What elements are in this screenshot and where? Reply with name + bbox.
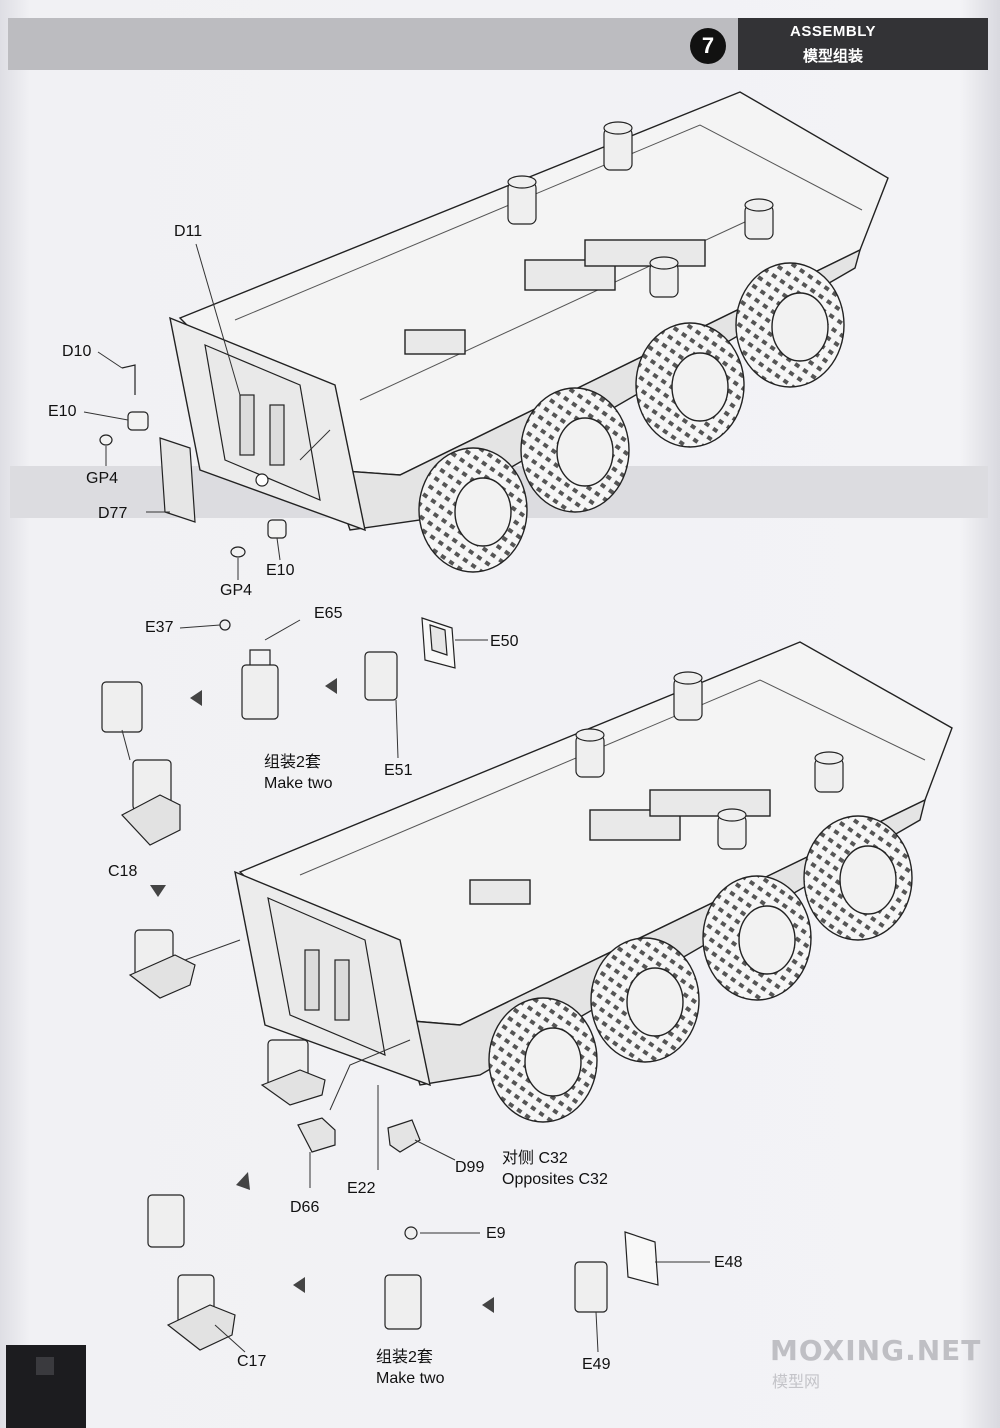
part-label-e49: E49 bbox=[582, 1356, 611, 1373]
part-label-e10-bottom: E10 bbox=[266, 562, 295, 579]
part-label-gp4-top: GP4 bbox=[86, 470, 119, 487]
part-label-d10: D10 bbox=[62, 343, 92, 360]
assembly-arrows bbox=[150, 678, 494, 1313]
step-number-badge: 7 bbox=[690, 28, 726, 64]
make-two-note-2-en: Make two bbox=[376, 1370, 445, 1387]
top-vehicle-wheels bbox=[418, 262, 845, 573]
watermark: MOXING.NET bbox=[770, 1334, 982, 1367]
part-label-gp4-bottom: GP4 bbox=[220, 582, 253, 599]
part-label-c18: C18 bbox=[108, 863, 138, 880]
make-two-note-1-en: Make two bbox=[264, 775, 333, 792]
header-bar bbox=[8, 18, 738, 70]
top-vehicle-pods bbox=[507, 121, 774, 298]
part-label-d11: D11 bbox=[174, 223, 203, 240]
make-two-note-2: 组装2套 Make two bbox=[376, 1347, 444, 1389]
part-label-c17: C17 bbox=[237, 1353, 267, 1370]
part-label-e10-top: E10 bbox=[48, 403, 77, 420]
part-label-e37: E37 bbox=[145, 619, 174, 636]
part-label-e48: E48 bbox=[714, 1254, 743, 1271]
top-vehicle-rear-plate bbox=[204, 344, 321, 501]
watermark-zh: 模型网 bbox=[772, 1374, 821, 1391]
jerrycan-assembly-parts bbox=[101, 617, 456, 846]
make-two-note-2-zh: 组装2套 bbox=[376, 1349, 433, 1366]
part-label-e22: E22 bbox=[347, 1180, 376, 1197]
make-two-note-1-zh: 组装2套 bbox=[264, 754, 321, 771]
part-label-d77: D77 bbox=[98, 505, 128, 522]
middle-leader-lines bbox=[121, 619, 488, 761]
bottom-vehicle-pods bbox=[575, 671, 844, 850]
bottom-parts bbox=[128, 929, 659, 1351]
section-title-en: ASSEMBLY bbox=[790, 23, 876, 40]
bottom-leader-lines bbox=[184, 939, 710, 1353]
part-label-e9: E9 bbox=[486, 1225, 506, 1242]
part-label-e50: E50 bbox=[490, 633, 519, 650]
part-label-d99: D99 bbox=[455, 1159, 485, 1176]
top-leader-lines bbox=[83, 243, 331, 580]
part-label-e51: E51 bbox=[384, 762, 413, 779]
top-parts bbox=[99, 364, 287, 558]
opposite-side-note-en: Opposites C32 bbox=[502, 1171, 608, 1188]
make-two-note-1: 组装2套 Make two bbox=[264, 752, 332, 794]
bottom-vehicle-rear-plate bbox=[267, 897, 386, 1056]
section-title-zh: 模型组装 bbox=[802, 48, 863, 65]
section-header: ASSEMBLY 模型组装 bbox=[738, 18, 988, 70]
page-corner-tab bbox=[6, 1345, 86, 1428]
opposite-side-note: 对侧 C32 Opposites C32 bbox=[502, 1148, 608, 1190]
part-label-e65: E65 bbox=[314, 605, 343, 622]
part-label-d66: D66 bbox=[290, 1199, 320, 1216]
opposite-side-note-zh: 对侧 C32 bbox=[502, 1150, 568, 1167]
bottom-vehicle-wheels bbox=[488, 815, 913, 1123]
